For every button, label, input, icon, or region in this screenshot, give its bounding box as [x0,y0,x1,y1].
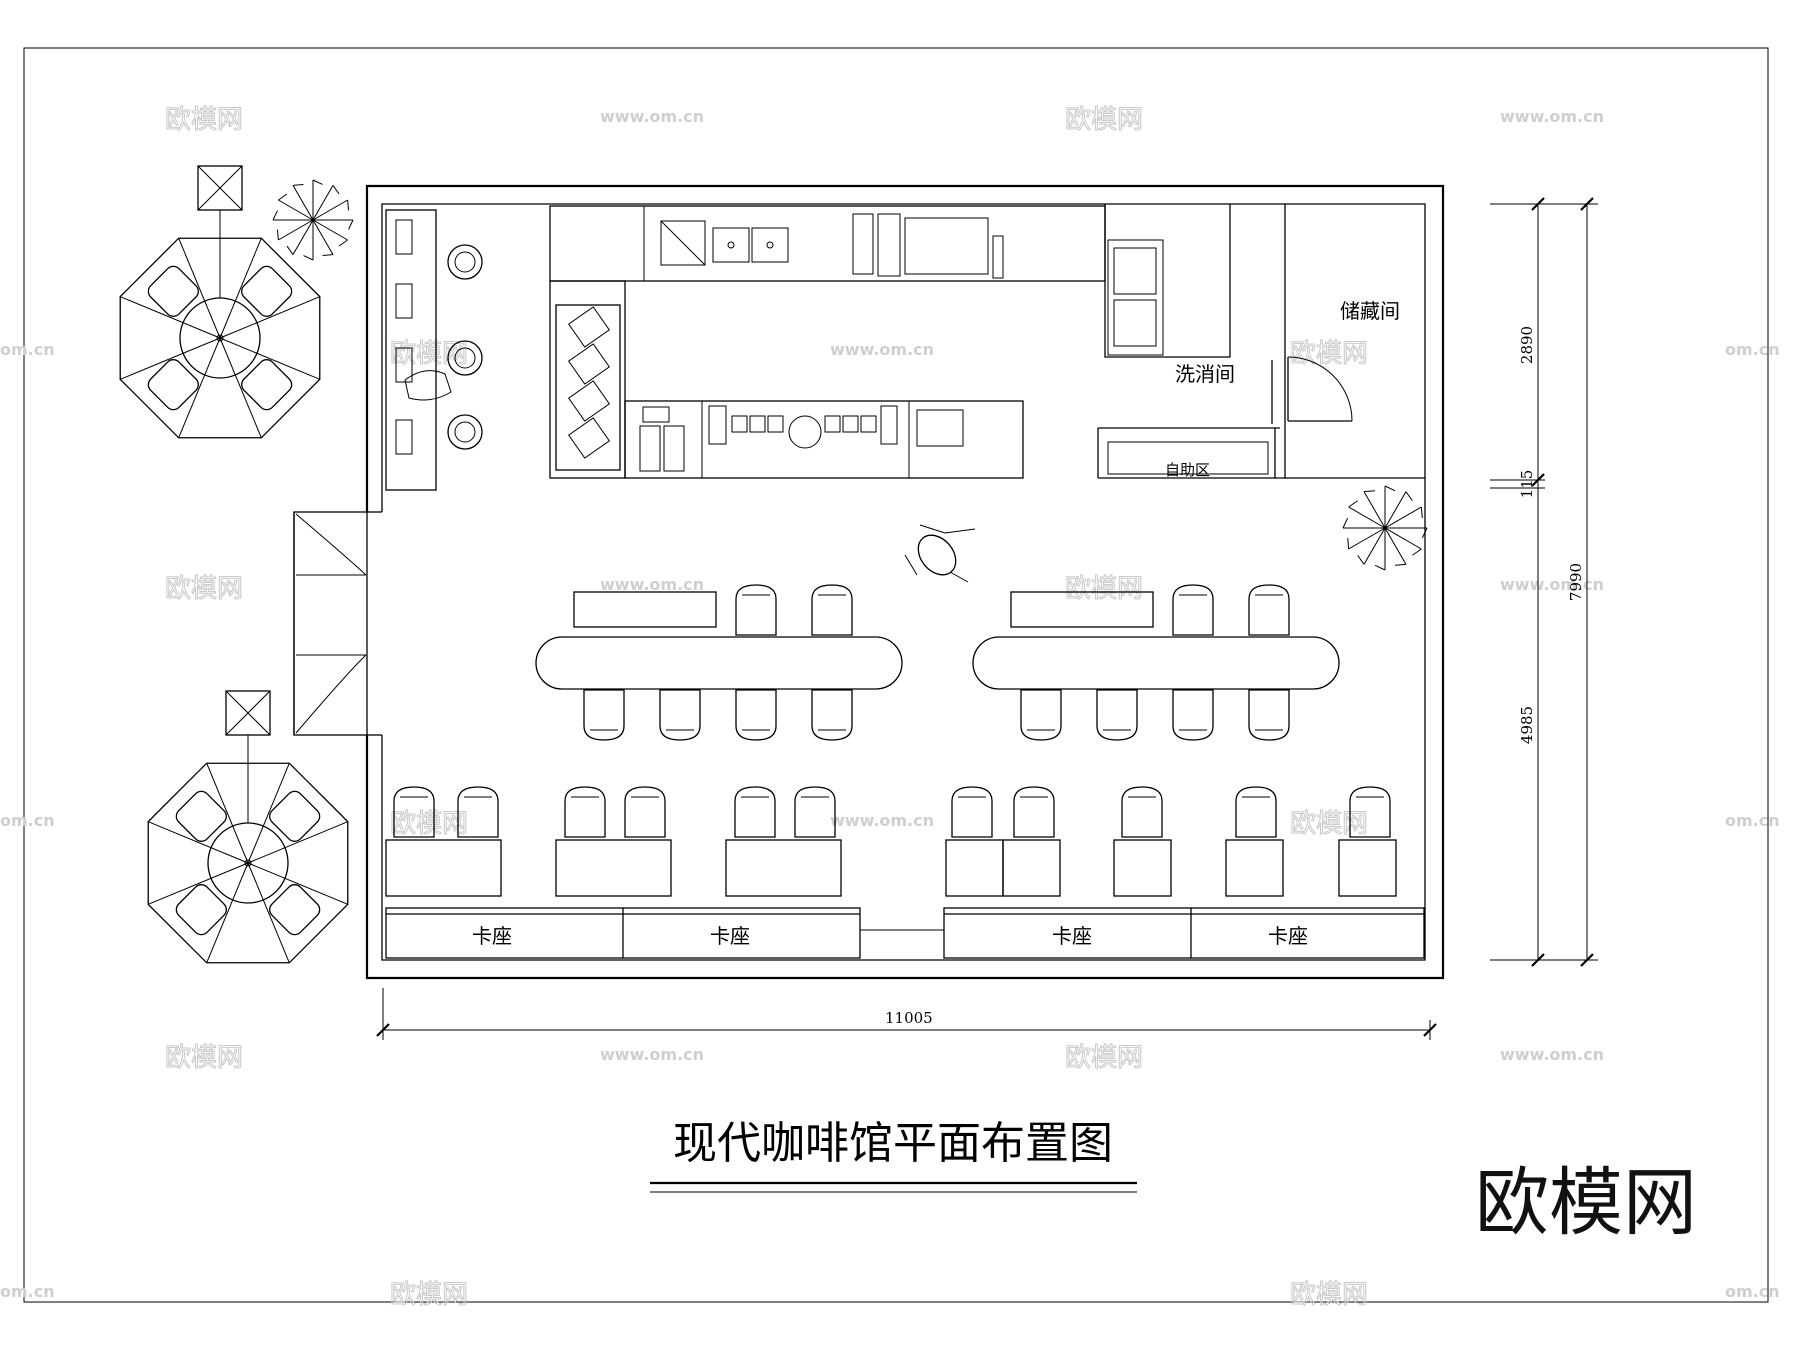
chair [1248,689,1290,741]
room-label-self-service: 自助区 [1165,461,1210,479]
chair [1248,584,1290,636]
booth-label-2: 卡座 [710,924,750,948]
svg-text:欧模网: 欧模网 [165,574,243,604]
chair [1172,584,1214,636]
chair [794,786,836,838]
chair [734,786,776,838]
chair [1020,689,1062,741]
svg-text:欧模网: 欧模网 [1065,574,1143,604]
bar-counter [549,205,1106,479]
watermark-layer: 欧模网 www.om.cn 欧模网 www.om.cn om.cn 欧模网 ww… [0,105,1780,1311]
chair [735,584,777,636]
svg-text:om.cn: om.cn [1725,811,1780,830]
chairs-group [393,584,1391,838]
svg-text:om.cn: om.cn [0,811,55,830]
dim-upper-height: 2890 [1518,326,1536,364]
svg-text:om.cn: om.cn [0,1282,55,1301]
small-tables [385,839,1397,897]
chair [1121,786,1163,838]
dim-lower-height: 4985 [1518,706,1536,744]
svg-text:www.om.cn: www.om.cn [1500,1045,1604,1064]
chair [564,786,606,838]
room-label-wash: 洗消间 [1175,362,1235,386]
svg-text:www.om.cn: www.om.cn [600,107,704,126]
chair [951,786,993,838]
svg-text:www.om.cn: www.om.cn [830,340,934,359]
long-table-left [535,591,903,690]
svg-text:欧模网: 欧模网 [1290,339,1368,369]
plant-right [1342,485,1428,571]
svg-text:欧模网: 欧模网 [1290,1280,1368,1310]
svg-text:欧模网: 欧模网 [1065,1043,1143,1073]
svg-text:om.cn: om.cn [1725,340,1780,359]
svg-text:www.om.cn: www.om.cn [1500,575,1604,594]
back-rooms [1097,204,1425,479]
chair [735,689,777,741]
dim-total-height: 7990 [1567,563,1585,601]
booth-label-3: 卡座 [1052,924,1092,948]
drawing-title: 现代咖啡馆平面布置图 [673,1118,1113,1169]
booth-label-4: 卡座 [1268,924,1308,948]
chair [583,689,625,741]
plant-top-left [272,179,354,261]
svg-text:www.om.cn: www.om.cn [1500,107,1604,126]
chair [1235,786,1277,838]
svg-text:om.cn: om.cn [1725,1282,1780,1301]
room-label-storage: 储藏间 [1340,299,1400,323]
umbrella-table-bottom [147,690,349,964]
wall-sofa [385,209,483,491]
chair [659,689,701,741]
chair [811,689,853,741]
drawing-border [23,47,1769,1303]
chair [811,584,853,636]
chair [1349,786,1391,838]
entrance-door [293,511,368,736]
dimension-horizontal [376,988,1437,1040]
svg-text:om.cn: om.cn [0,340,55,359]
svg-text:欧模网: 欧模网 [1290,809,1368,839]
svg-text:欧模网: 欧模网 [1065,105,1143,135]
svg-text:www.om.cn: www.om.cn [830,811,934,830]
chair [457,786,499,838]
svg-text:www.om.cn: www.om.cn [600,1045,704,1064]
chair [393,786,435,838]
chair [1013,786,1055,838]
dim-width: 11005 [885,1009,933,1027]
dim-wall-gap: 115 [1518,470,1536,499]
chair [1096,689,1138,741]
building-walls [365,184,1445,980]
booth-row [385,907,1425,959]
person-figure [904,524,976,583]
long-table-right [972,591,1340,690]
chair [1172,689,1214,741]
chair [624,786,666,838]
svg-text:欧模网: 欧模网 [165,1043,243,1073]
brand-logo-text: 欧模网 [1475,1160,1697,1246]
svg-text:www.om.cn: www.om.cn [600,575,704,594]
svg-text:欧模网: 欧模网 [165,105,243,135]
dimension-vertical [1490,197,1598,967]
booth-label-1: 卡座 [472,924,512,948]
svg-text:欧模网: 欧模网 [390,1280,468,1310]
svg-text:欧模网: 欧模网 [390,809,468,839]
umbrella-table-top [119,165,321,439]
